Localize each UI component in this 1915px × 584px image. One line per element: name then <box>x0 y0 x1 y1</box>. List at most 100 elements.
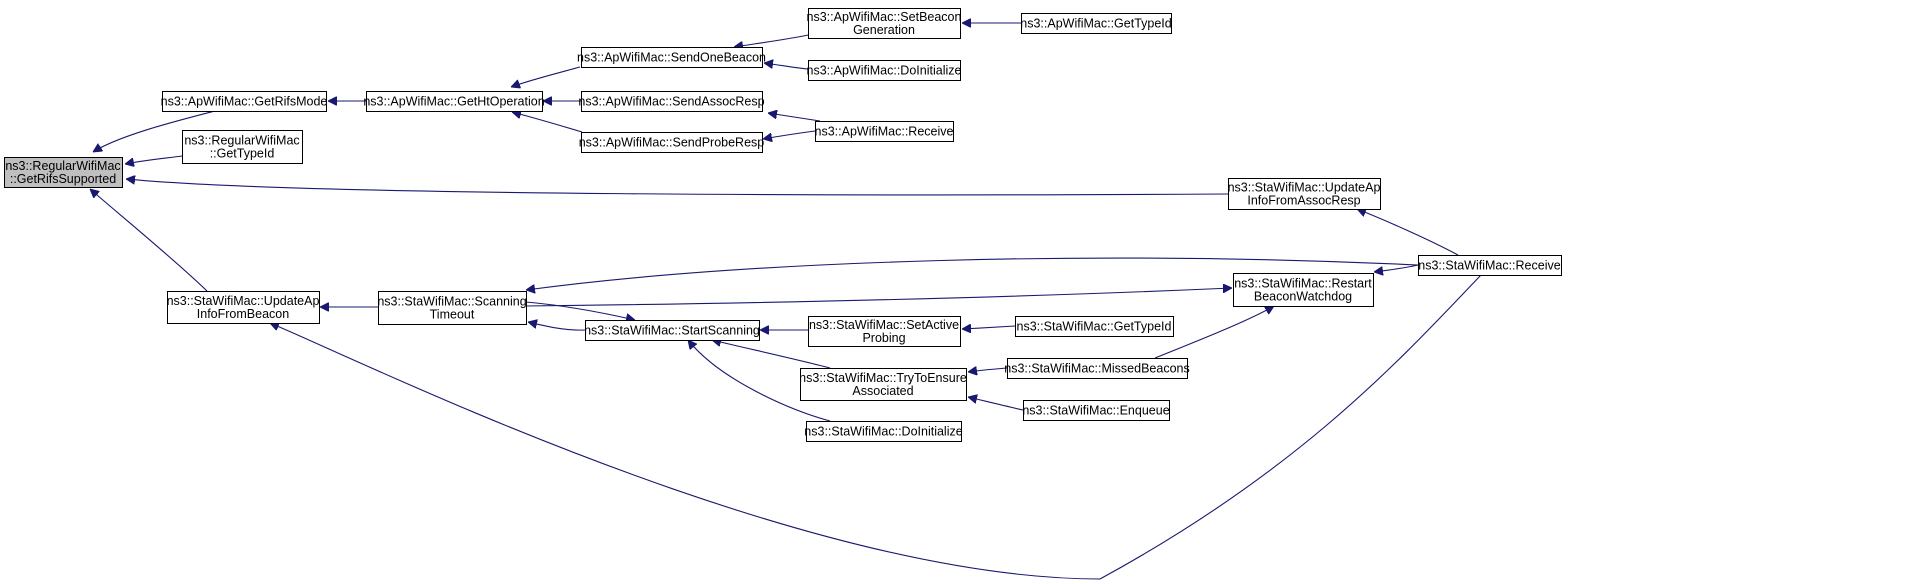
node-label: ns3::ApWifiMac::SendOneBeacon <box>577 51 766 65</box>
edge-ap_sendproberesp-to-ap_gethtop <box>512 112 583 133</box>
node-reg_gettypeid[interactable]: ns3::RegularWifiMac::GetTypeId <box>182 130 303 164</box>
edge-sta_receive-to-sta_scantimeout <box>526 257 1419 290</box>
node-ap_sendproberesp[interactable]: ns3::ApWifiMac::SendProbeResp <box>579 132 765 153</box>
node-label: Generation <box>853 23 915 37</box>
node-label: ns3::StaWifiMac::StartScanning <box>584 324 760 338</box>
node-label: ns3::ApWifiMac::SendAssocResp <box>578 95 764 109</box>
node-label: ns3::StaWifiMac::DoInitialize <box>804 425 962 439</box>
node-label: ns3::RegularWifiMac <box>184 134 299 148</box>
edge-reg_gettypeid-to-root <box>125 155 183 164</box>
edges-layer <box>90 23 1482 580</box>
node-box <box>162 91 327 112</box>
node-box <box>1021 13 1172 34</box>
node-label: ns3::ApWifiMac::Receive <box>815 125 954 139</box>
node-label: ns3::StaWifiMac::Receive <box>1418 259 1560 273</box>
node-label: Associated <box>852 384 913 398</box>
node-label: ::GetTypeId <box>210 147 275 161</box>
edge-sta_receive-to-sta_updateapbeacon <box>270 274 1482 580</box>
node-box <box>806 421 962 442</box>
edge-ap_receive-to-ap_sendproberesp <box>763 130 816 139</box>
edge-sta_trytoensure-to-sta_startscan <box>712 340 831 369</box>
node-box <box>182 130 303 164</box>
edge-ap_sendonebeacon-to-ap_gethtop <box>511 66 581 87</box>
edge-ap_receive-to-ap_sendassocresp <box>768 113 821 122</box>
edge-sta_doinit-to-sta_startscan <box>688 340 831 422</box>
node-sta_gettypeid[interactable]: ns3::StaWifiMac::GetTypeId <box>1015 316 1174 337</box>
node-sta_enqueue[interactable]: ns3::StaWifiMac::Enqueue <box>1022 400 1170 421</box>
node-box <box>815 121 954 142</box>
node-box <box>1228 178 1381 210</box>
node-box <box>1233 273 1374 307</box>
node-label: InfoFromAssocResp <box>1247 194 1360 208</box>
node-box <box>378 291 527 325</box>
node-label: ns3::StaWifiMac::GetTypeId <box>1017 320 1172 334</box>
node-label: ns3::StaWifiMac::MissedBeacons <box>1004 362 1190 376</box>
node-sta_updateapassoc[interactable]: ns3::StaWifiMac::UpdateApInfoFromAssocRe… <box>1228 178 1381 210</box>
node-ap_receive[interactable]: ns3::ApWifiMac::Receive <box>815 121 954 142</box>
node-label: ::GetRifsSupported <box>10 172 116 186</box>
node-label: ns3::StaWifiMac::UpdateAp <box>167 294 320 308</box>
node-label: ns3::ApWifiMac::SendProbeResp <box>579 136 765 150</box>
edge-ap_setbeacongen-to-ap_sendonebeacon <box>734 34 809 47</box>
node-label: Probing <box>862 331 905 345</box>
edge-sta_scantimeout-to-sta_startscan <box>525 301 635 320</box>
edge-sta_updateapbeacon-to-root <box>90 189 208 292</box>
node-label: ns3::ApWifiMac::GetRifsMode <box>161 95 328 109</box>
node-ap_sendonebeacon[interactable]: ns3::ApWifiMac::SendOneBeacon <box>577 47 766 68</box>
node-ap_gethtop[interactable]: ns3::ApWifiMac::GetHtOperation <box>363 91 545 112</box>
node-label: ns3::StaWifiMac::UpdateAp <box>1228 181 1381 195</box>
node-ap_doinit[interactable]: ns3::ApWifiMac::DoInitialize <box>807 60 962 81</box>
node-box <box>366 91 543 112</box>
edge-sta_receive-to-sta_updateapassoc <box>1357 209 1459 256</box>
node-box <box>808 316 961 347</box>
node-label: ns3::RegularWifiMac <box>5 159 120 173</box>
edge-sta_enqueue-to-sta_trytoensure <box>968 397 1024 411</box>
node-label: ns3::StaWifiMac::Restart <box>1234 277 1372 291</box>
node-sta_startscan[interactable]: ns3::StaWifiMac::StartScanning <box>584 320 760 341</box>
node-box <box>581 47 763 68</box>
node-label: InfoFromBeacon <box>197 307 289 321</box>
edge-sta_startscan-to-sta_scantimeout <box>528 322 586 331</box>
node-box <box>800 368 967 401</box>
node-label: ns3::StaWifiMac::SetActive <box>809 318 959 332</box>
node-ap_sendassocresp[interactable]: ns3::ApWifiMac::SendAssocResp <box>578 91 765 112</box>
node-box <box>581 132 763 153</box>
edge-ap_doinit-to-ap_sendonebeacon <box>764 63 809 70</box>
node-box <box>4 157 123 188</box>
node-root[interactable]: ns3::RegularWifiMac::GetRifsSupported <box>4 157 123 188</box>
node-label: ns3::StaWifiMac::TryToEnsure <box>799 371 967 385</box>
node-sta_receive[interactable]: ns3::StaWifiMac::Receive <box>1418 255 1562 276</box>
node-label: ns3::ApWifiMac::GetHtOperation <box>363 95 544 109</box>
node-label: ns3::StaWifiMac::Scanning <box>377 295 526 309</box>
node-box <box>1023 400 1170 421</box>
edge-sta_updateapassoc-to-root <box>126 179 1229 196</box>
edge-sta_receive-to-sta_restartbw <box>1374 264 1419 272</box>
edge-sta_missedbeacons-to-sta_trytoensure <box>968 368 1008 372</box>
node-box <box>585 320 760 341</box>
node-label: ns3::StaWifiMac::Enqueue <box>1022 404 1169 418</box>
node-ap_getrifsmode[interactable]: ns3::ApWifiMac::GetRifsMode <box>161 91 328 112</box>
node-box <box>1015 316 1174 337</box>
node-box <box>1418 255 1562 276</box>
node-sta_doinit[interactable]: ns3::StaWifiMac::DoInitialize <box>804 421 963 442</box>
node-box <box>167 291 320 324</box>
edge-sta_missedbeacons-to-sta_restartbw <box>1154 306 1274 359</box>
node-sta_missedbeacons[interactable]: ns3::StaWifiMac::MissedBeacons <box>1004 358 1190 379</box>
node-label: ns3::ApWifiMac::DoInitialize <box>807 64 962 78</box>
edge-ap_getrifsmode-to-root <box>93 110 216 152</box>
node-label: ns3::ApWifiMac::GetTypeId <box>1020 17 1171 31</box>
node-box <box>1007 358 1188 379</box>
edge-sta_gettypeid-to-sta_setactiveprobing <box>962 326 1016 329</box>
node-ap_gettypeid[interactable]: ns3::ApWifiMac::GetTypeId <box>1020 13 1172 34</box>
edge-sta_scantimeout-to-sta_restartbw <box>525 288 1232 307</box>
node-box <box>808 8 961 39</box>
node-label: ns3::ApWifiMac::SetBeacon <box>807 10 962 24</box>
node-box <box>581 91 763 112</box>
